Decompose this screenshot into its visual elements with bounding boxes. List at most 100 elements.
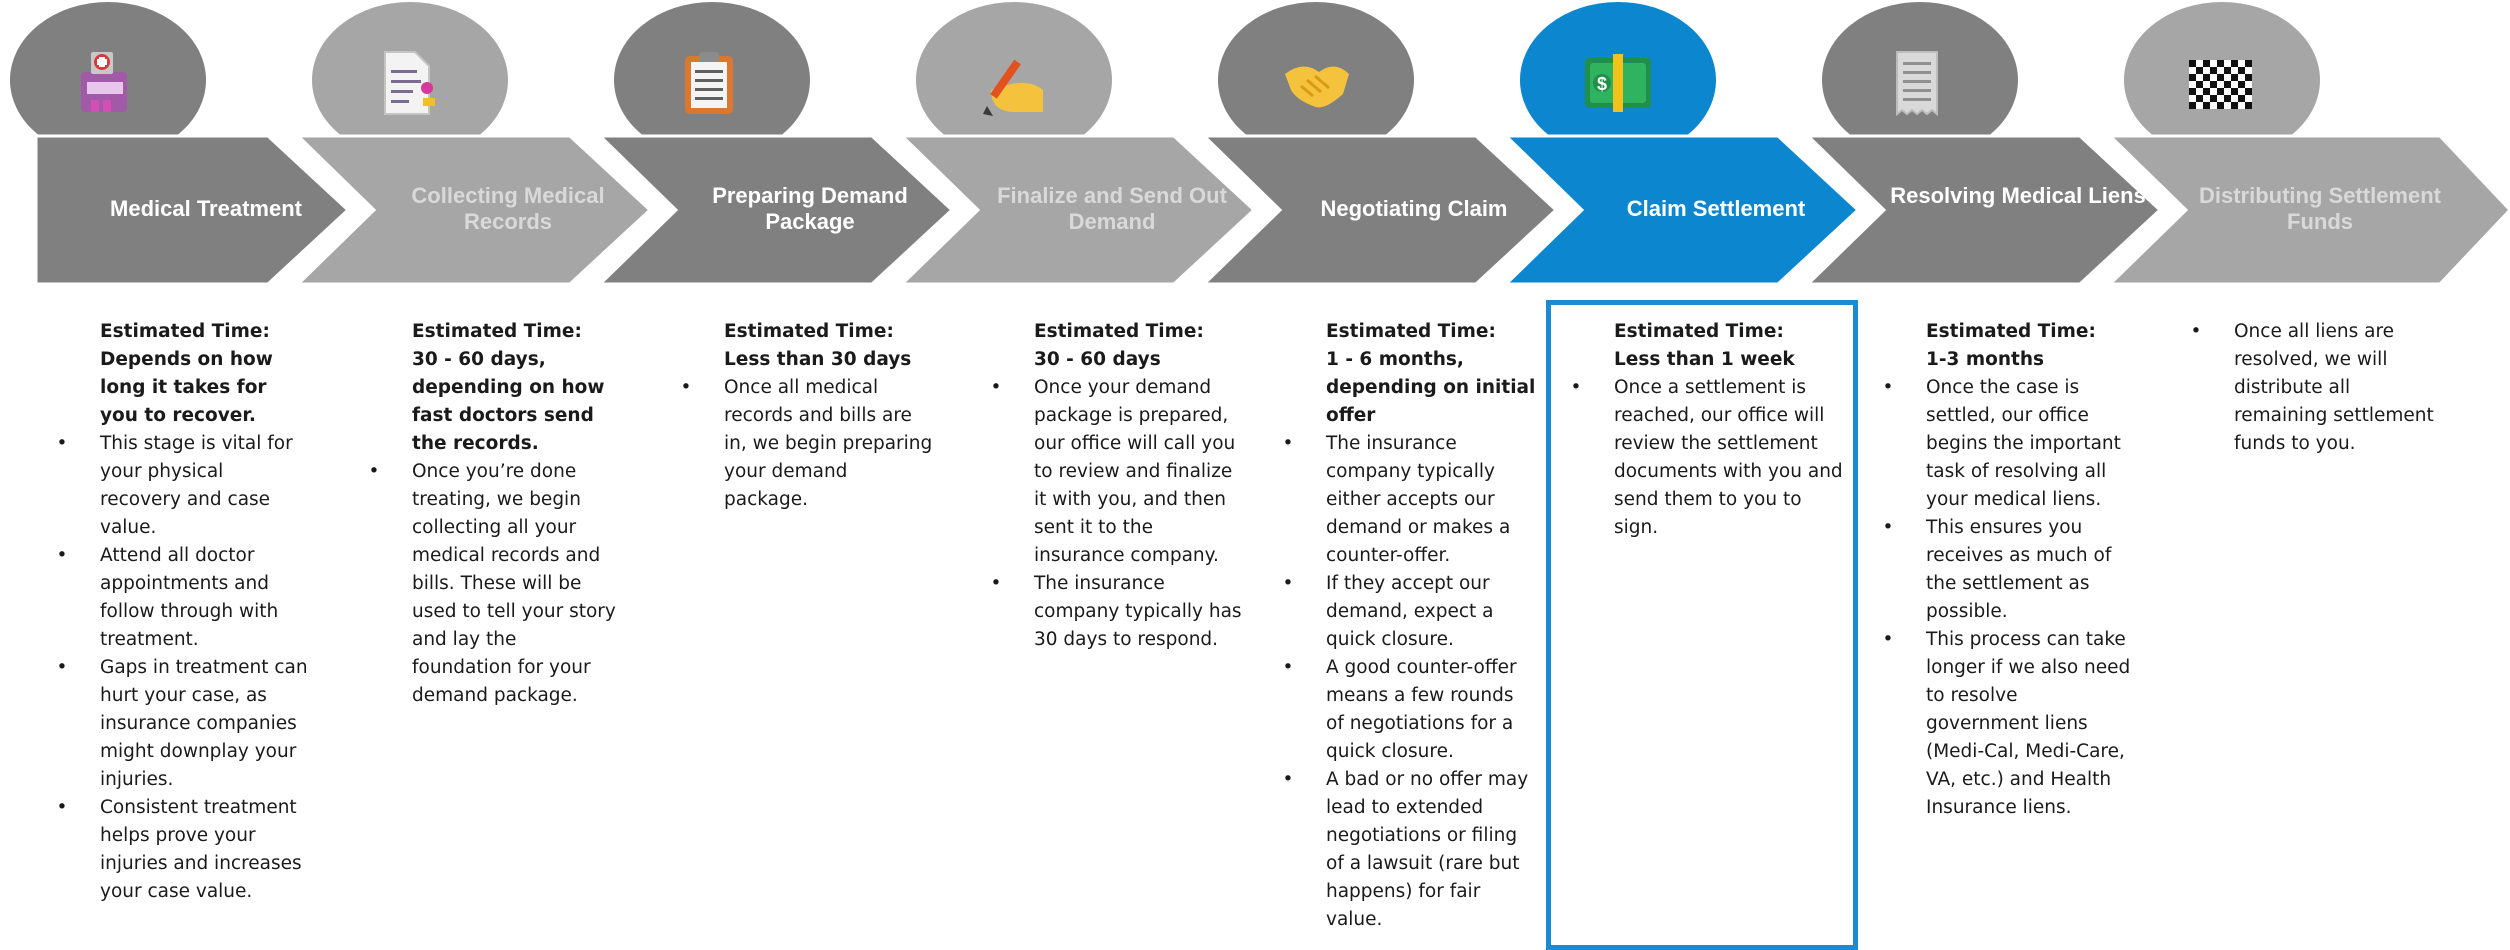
- step-bullet-list: • This stage is vital for your physical r…: [57, 430, 310, 906]
- bullet-icon: •: [56, 797, 68, 818]
- step-chevron-7: [1804, 2, 2163, 286]
- step-title-8: Distributing Settlement Funds: [2198, 183, 2441, 234]
- estimated-time-label: Estimated Time:: [1326, 321, 1496, 342]
- step-details-4: Estimated Time: 30 - 60 days • Once your de…: [991, 318, 1244, 654]
- bullet-text: Consistent treatment helps prove your in…: [100, 797, 302, 902]
- step-bullet: • If they accept our demand, expect a qui…: [1283, 570, 1536, 654]
- bullet-icon: •: [1282, 769, 1294, 790]
- estimated-time-label: Estimated Time:: [1034, 321, 1204, 342]
- bullet-text: Once your demand package is prepared, ou…: [1034, 377, 1236, 566]
- writing-hand-icon: [983, 59, 1043, 116]
- step-chevron-6: [1502, 2, 1861, 286]
- step-title-4: Finalize and Send Out Demand: [997, 183, 1227, 234]
- step-details-2: Estimated Time: 30 - 60 days, depending o…: [369, 318, 622, 710]
- estimated-time-value: Less than 1 week: [1614, 349, 1795, 370]
- step-bullet: • The insurance company typically either …: [1283, 430, 1536, 570]
- bullet-icon: •: [1282, 433, 1294, 454]
- estimated-time-value: Depends on how long it takes for you to …: [100, 349, 273, 426]
- step-bullet: • Once all liens are resolved, we will di…: [2191, 318, 2444, 458]
- bullet-text: This stage is vital for your physical re…: [100, 433, 293, 538]
- step-bullet: •A good counter-offer means a few rounds…: [1283, 654, 1536, 766]
- step-bullet-list: • Once a settlement is reached, our offic…: [1571, 374, 1844, 542]
- step-title-2: Collecting Medical Records: [411, 183, 605, 234]
- bullet-text: This process can take longer if we also …: [1926, 629, 2131, 818]
- process-chevron-bar: $: [10, 2, 2510, 286]
- bullet-text: Gaps in treatment can hurt your case, as…: [100, 657, 308, 790]
- handshake-icon: [1285, 66, 1349, 108]
- bullet-text: Attend all doctor appointments and follo…: [100, 545, 279, 650]
- step-bullet-list: • Once all medical records and bills are …: [681, 374, 934, 514]
- bullet-icon: •: [1282, 573, 1294, 594]
- bullet-icon: •: [2190, 321, 2202, 342]
- bullet-text: A bad or no offer may lead to extended n…: [1326, 769, 1529, 930]
- step-details-5: Estimated Time: 1 - 6 months, depending o…: [1283, 318, 1536, 934]
- step-title-1: Medical Treatment: [110, 196, 302, 221]
- money-icon: $: [1585, 54, 1651, 112]
- document-icon: [384, 51, 435, 115]
- bullet-text: Once a settlement is reached, our office…: [1614, 377, 1843, 538]
- bullet-icon: •: [1882, 517, 1894, 538]
- step-chevron-4: [898, 2, 1257, 286]
- step-details-1: Estimated Time: Depends on how long it ta…: [57, 318, 310, 906]
- step-title-7: Resolving Medical Liens: [1890, 183, 2146, 208]
- step-bullet-list: • The insurance company typically either …: [1283, 430, 1536, 934]
- estimated-time-label: Estimated Time:: [1926, 321, 2096, 342]
- bullet-text: A good counter-offer means a few rounds …: [1326, 657, 1517, 762]
- step-title-6: Claim Settlement: [1626, 196, 1806, 221]
- step-bullet-list: • Once all liens are resolved, we will di…: [2191, 318, 2444, 458]
- step-details-6: Estimated Time: Less than 1 week • Once a s…: [1571, 318, 1844, 542]
- step-bullet: • Once all medical records and bills are …: [681, 374, 934, 514]
- step-bullet: • Attend all doctor appointments and foll…: [57, 542, 310, 654]
- step-bullet: • Consistent treatment helps prove your i…: [57, 794, 310, 906]
- bullet-icon: •: [1882, 377, 1894, 398]
- step-bullet: • The insurance company typically has 30 …: [991, 570, 1244, 654]
- estimated-time-label: Estimated Time:: [412, 321, 582, 342]
- step-bullet: • Once a settlement is reached, our offic…: [1571, 374, 1844, 542]
- step-chevron-2: [294, 2, 653, 286]
- step-bullet-list: • Once you’re done treating, we begin col…: [369, 458, 622, 710]
- step-bullet: •This process can take longer if we also…: [1883, 626, 2136, 822]
- bullet-text: Once all medical records and bills are i…: [724, 377, 933, 510]
- bullet-icon: •: [56, 657, 68, 678]
- bullet-text: The insurance company typically has 30 d…: [1034, 573, 1242, 650]
- bullet-text: This ensures you receives as much of the…: [1926, 517, 2112, 622]
- step-details-7: Estimated Time: 1-3 months • Once the case …: [1883, 318, 2136, 822]
- step-bullet: • A bad or no offer may lead to extended …: [1283, 766, 1536, 934]
- estimated-time-label: Estimated Time:: [1614, 321, 1784, 342]
- estimated-time-value: 30 - 60 days: [1034, 349, 1161, 370]
- bullet-icon: •: [990, 377, 1002, 398]
- checkered-flag-icon: [2189, 60, 2252, 109]
- estimated-time-label: Estimated Time:: [100, 321, 270, 342]
- step-title-3: Preparing Demand Package: [712, 183, 908, 234]
- estimated-time-value: 1-3 months: [1926, 349, 2045, 370]
- bullet-text: If they accept our demand, expect a quic…: [1326, 573, 1494, 650]
- svg-text:$: $: [1597, 74, 1607, 94]
- bullet-icon: •: [990, 573, 1002, 594]
- step-title-5: Negotiating Claim: [1320, 196, 1508, 221]
- step-details-3: Estimated Time: Less than 30 days • Once al…: [681, 318, 934, 514]
- step-bullet-list: • Once the case is settled, our office be…: [1883, 374, 2136, 822]
- step-bullet: • This ensures you receives as much of th…: [1883, 514, 2136, 626]
- bullet-text: Once the case is settled, our office beg…: [1926, 377, 2121, 510]
- step-bullet: • Once you’re done treating, we begin col…: [369, 458, 622, 710]
- step-chevron-1: [10, 2, 351, 286]
- bullet-text: Once you’re done treating, we begin coll…: [412, 461, 616, 706]
- step-chevron-5: [1200, 2, 1559, 286]
- step-details-8: • Once all liens are resolved, we will di…: [2191, 318, 2444, 458]
- hospital-icon: [81, 52, 127, 112]
- clipboard-icon: [685, 52, 733, 114]
- estimated-time-value: Less than 30 days: [724, 349, 912, 370]
- bullet-icon: •: [680, 377, 692, 398]
- step-bullet: •This stage is vital for your physical r…: [57, 430, 310, 542]
- step-bullet: • Once your demand package is prepared, o…: [991, 374, 1244, 570]
- estimated-time-value: 30 - 60 days, depending on how fast doct…: [412, 349, 605, 454]
- bullet-icon: •: [56, 545, 68, 566]
- bullet-text: The insurance company typically either a…: [1326, 433, 1511, 566]
- estimated-time-label: Estimated Time:: [724, 321, 894, 342]
- estimated-time-value: 1 - 6 months, depending on initial offer: [1326, 349, 1536, 426]
- bullet-icon: •: [368, 461, 380, 482]
- bullet-text: Once all liens are resolved, we will dis…: [2234, 321, 2434, 454]
- bullet-icon: •: [1570, 377, 1582, 398]
- receipt-icon: [1896, 51, 1938, 117]
